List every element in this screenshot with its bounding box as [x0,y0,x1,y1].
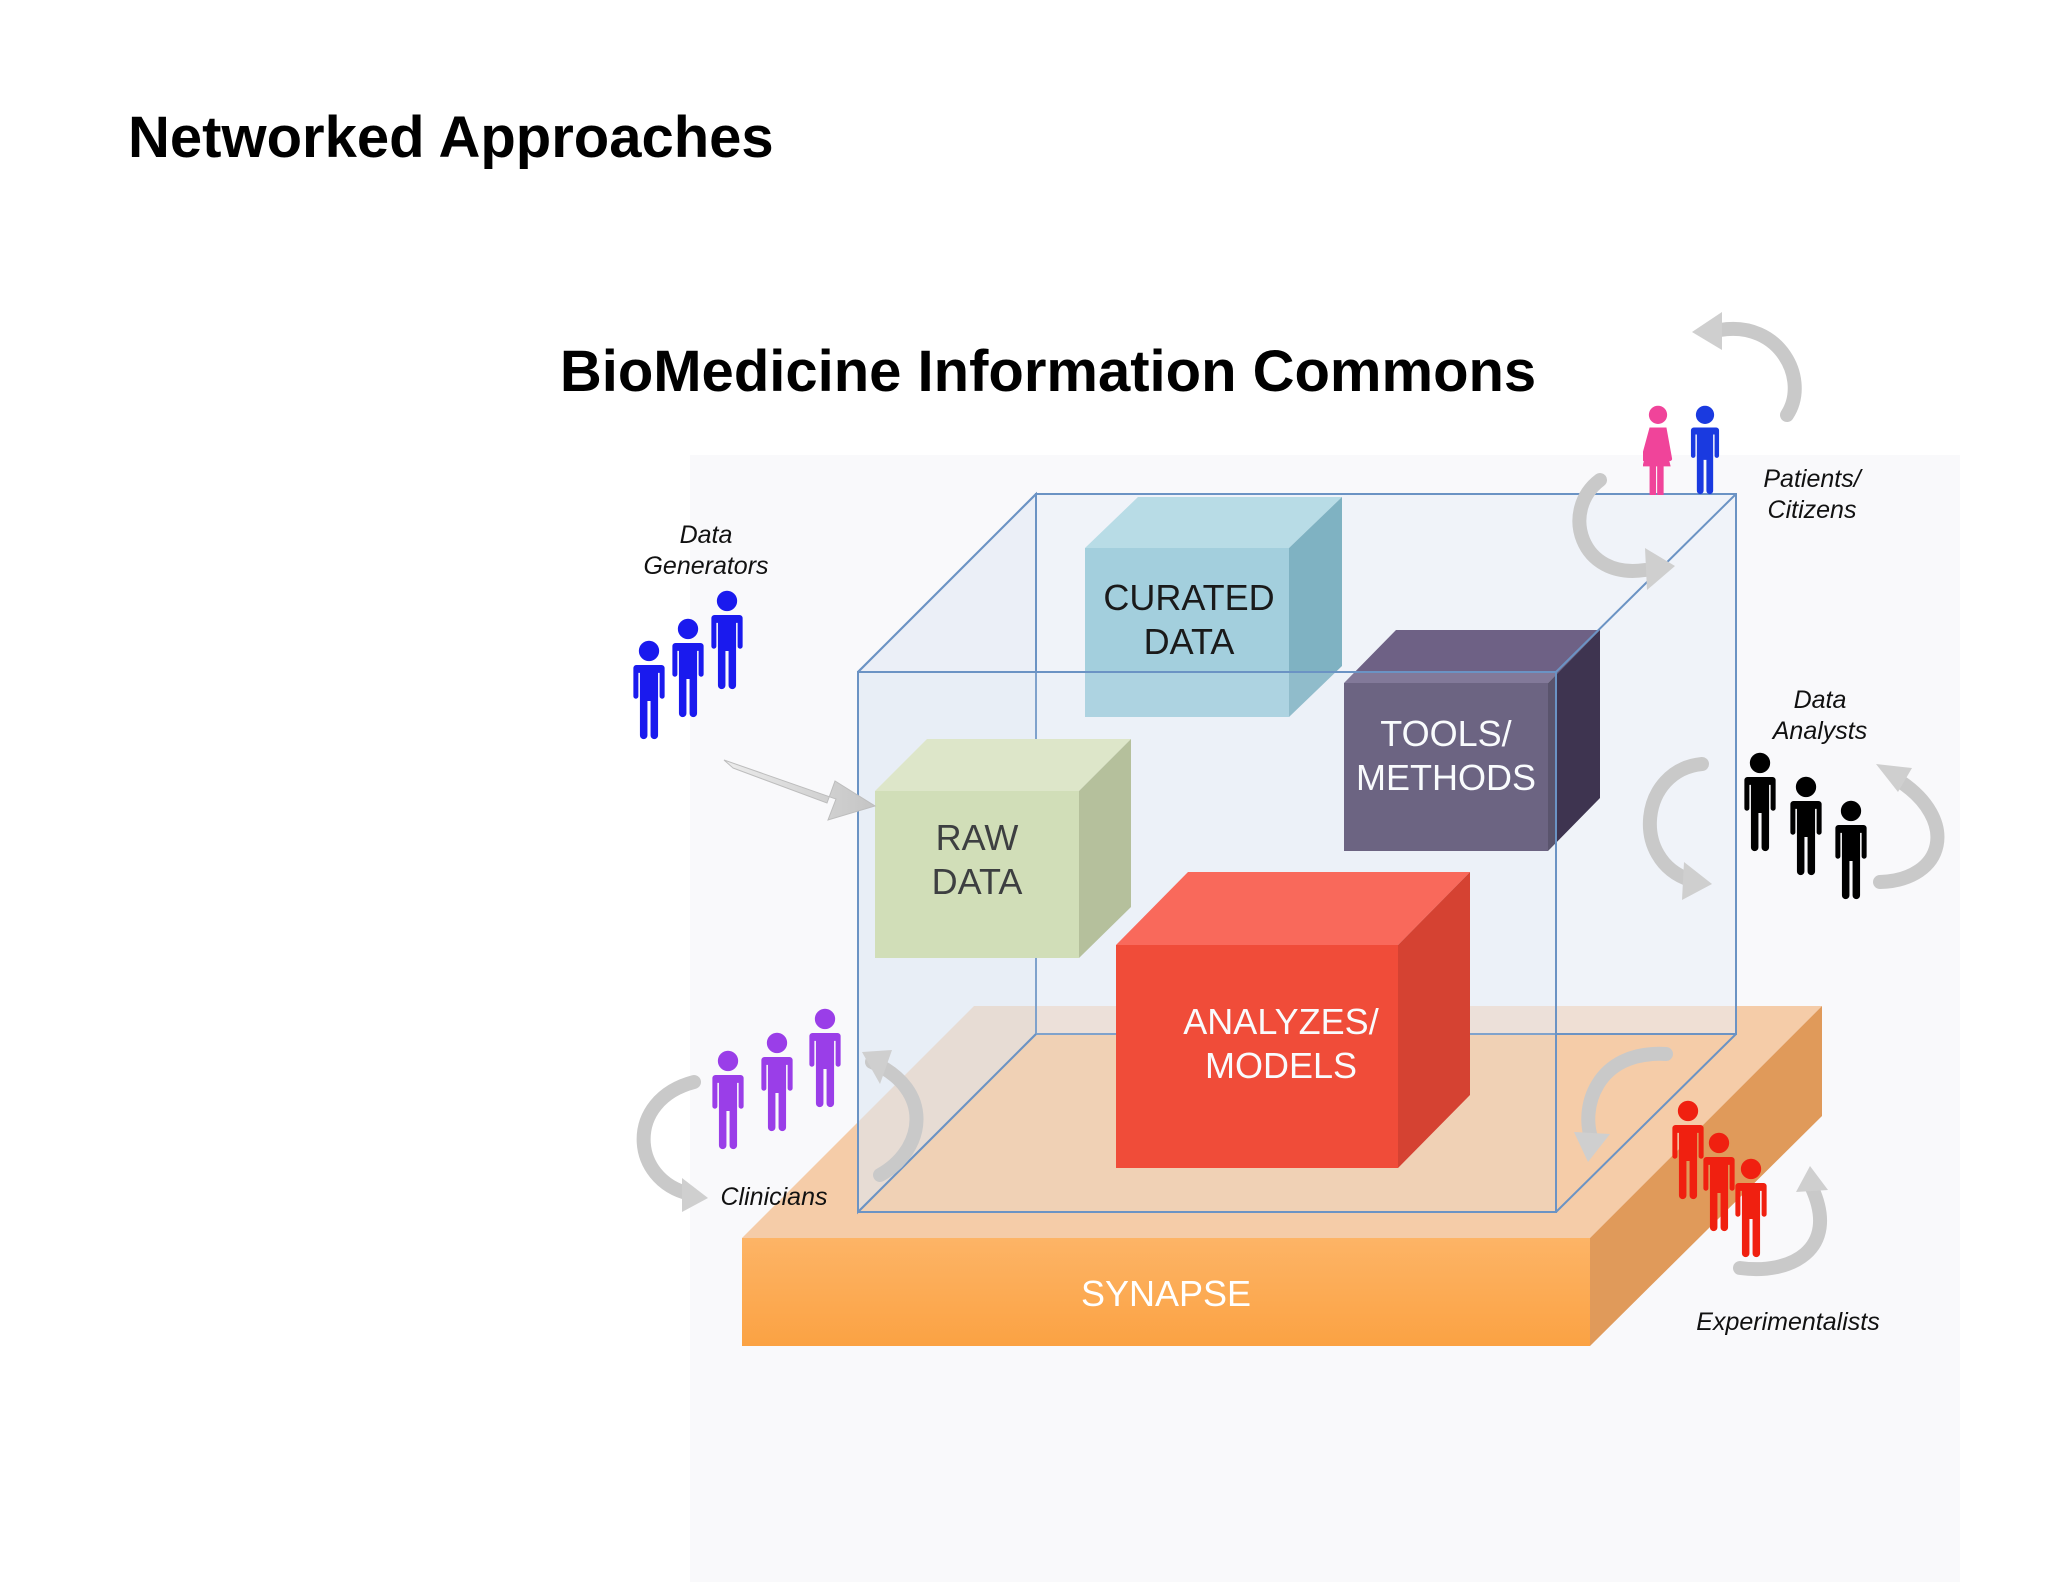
analyzes-models-block: ANALYZES/ MODELS [1116,872,1470,1168]
raw-data-label-2: DATA [932,861,1023,902]
commons-cube-front [857,493,1737,1213]
cycle-arrow-icon [636,1075,708,1212]
curated-data-block: CURATED DATA [1085,497,1342,717]
raw-data-label-1: RAW [936,817,1019,858]
raw-data-block: RAW DATA [875,739,1131,958]
tools-methods-block: TOOLS/ METHODS [1344,630,1600,851]
tools-methods-label-2: METHODS [1356,757,1536,798]
tools-methods-label-1: TOOLS/ [1380,713,1511,754]
data-generators-group: Data Generators [633,521,769,740]
cycle-arrow-icon [1642,757,1712,900]
input-arrow-icon [723,759,877,821]
data-generators-label-1: Data [680,521,733,549]
patients-citizens-label-2: Citizens [1768,496,1857,524]
analyzes-models-label-1: ANALYZES/ [1183,1001,1378,1042]
clinicians-label: Clinicians [721,1183,828,1211]
curated-data-label-2: DATA [1144,621,1235,662]
data-analysts-label-1: Data [1794,686,1847,714]
synapse-label: SYNAPSE [1081,1273,1251,1314]
data-analysts-label-2: Analysts [1771,717,1867,745]
clinicians-group: Clinicians [712,1008,841,1211]
data-generators-label-2: Generators [643,552,768,580]
data-analysts-group: Data Analysts [1744,686,1867,900]
patients-citizens-label-1: Patients/ [1763,465,1863,493]
cycle-arrow-icon [862,1050,924,1182]
patients-citizens-group: Patients/ Citizens [1643,405,1864,524]
cycle-arrow-icon [1574,1046,1673,1162]
person-icon [633,640,665,740]
experimentalists-group: Experimentalists [1672,1100,1880,1336]
cycle-arrow-icon [1733,1166,1828,1277]
cycle-arrow-icon [1572,473,1675,590]
diagram-title: BioMedicine Information Commons [559,339,1537,404]
cycle-arrow-icon [1873,764,1945,889]
analyzes-models-label-2: MODELS [1205,1045,1357,1086]
experimentalists-label: Experimentalists [1696,1308,1879,1336]
slide-title: Networked Approaches [128,105,774,170]
curated-data-label-1: CURATED [1103,577,1274,618]
cycle-arrow-icon [1692,312,1802,422]
